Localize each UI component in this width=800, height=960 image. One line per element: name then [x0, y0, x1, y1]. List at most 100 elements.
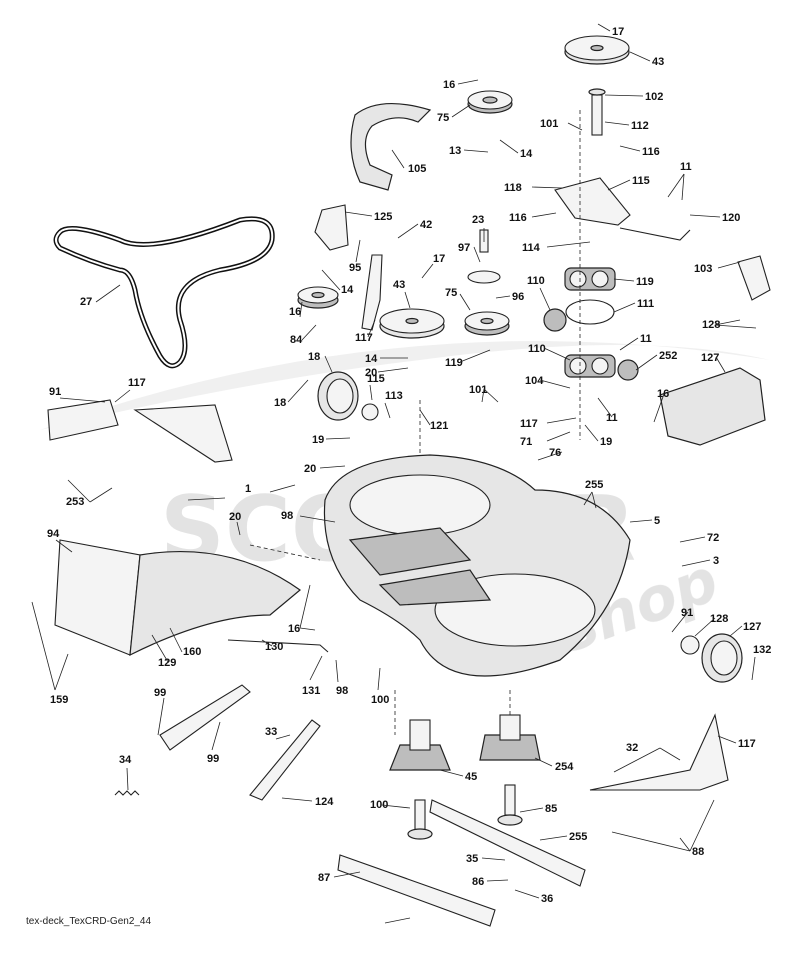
callout: 11 — [640, 333, 652, 345]
callout: 96 — [512, 291, 524, 303]
callout: 255 — [569, 831, 587, 843]
small-pulley — [467, 270, 501, 284]
callout: 116 — [509, 212, 527, 224]
sprocket-left — [543, 308, 567, 332]
skirt-plate-right — [133, 404, 233, 463]
callout: 19 — [600, 436, 612, 448]
drive-belt — [53, 216, 275, 369]
callout: 99 — [207, 753, 219, 765]
callout: 117 — [355, 332, 373, 344]
washer-right — [680, 635, 700, 655]
callout: 129 — [158, 657, 176, 669]
callout: 110 — [527, 275, 545, 287]
callout: 32 — [626, 742, 638, 754]
callout: 14 — [341, 284, 354, 296]
callout: 88 — [692, 846, 704, 858]
callout: 5 — [654, 515, 660, 527]
callout: 255 — [585, 479, 603, 491]
diagram-code: tex-deck_TexCRD-Gen2_44 — [26, 916, 152, 927]
callout: 17 — [433, 253, 445, 265]
gearbox-lower — [564, 354, 616, 378]
callout: 130 — [265, 641, 283, 653]
callout: 252 — [659, 350, 677, 362]
callouts: 17 43 16 102 75 101 112 105 13 14 116 11… — [47, 26, 771, 905]
callout: 99 — [154, 687, 166, 699]
callout: 42 — [420, 219, 432, 231]
callout: 105 — [408, 163, 426, 175]
callout: 128 — [710, 613, 728, 625]
callout: 45 — [465, 771, 477, 783]
callout: 19 — [312, 434, 324, 446]
callout: 14 — [520, 148, 533, 160]
callout: 16 — [289, 306, 301, 318]
callout: 101 — [540, 118, 558, 130]
idler-arm — [361, 254, 383, 331]
skirt-plate-left — [47, 399, 119, 441]
callout: 71 — [520, 436, 532, 448]
callout: 85 — [545, 803, 557, 815]
idler-pulley-center — [464, 311, 510, 336]
deck-cover — [659, 367, 766, 446]
callout: 16 — [657, 388, 669, 400]
callout: 3 — [713, 555, 719, 567]
callout: 76 — [549, 447, 561, 459]
mower-deck — [323, 454, 631, 677]
callout: 110 — [528, 343, 546, 355]
idler-bracket — [554, 177, 631, 226]
callout: 124 — [315, 796, 334, 808]
callout: 117 — [128, 377, 146, 389]
callout: 100 — [370, 799, 388, 811]
belt-guard — [350, 103, 432, 191]
callout: 160 — [183, 646, 201, 658]
callout: 36 — [541, 893, 553, 905]
callout: 13 — [449, 145, 461, 157]
callout: 84 — [290, 334, 303, 346]
leader-lines — [31, 23, 757, 924]
gauge-wheel-left — [317, 371, 359, 421]
callout: 86 — [472, 876, 484, 888]
callout: 1 — [245, 483, 251, 495]
callout: 34 — [119, 754, 132, 766]
skirt-plate-rear — [589, 713, 729, 791]
callout: 27 — [80, 296, 92, 308]
callout: 116 — [642, 146, 660, 158]
spring — [114, 790, 140, 796]
callout: 115 — [367, 373, 385, 385]
callout: 121 — [430, 420, 448, 432]
callout: 14 — [365, 353, 378, 365]
callout: 20 — [229, 511, 241, 523]
callout: 20 — [304, 463, 316, 475]
lift-arm-lower — [249, 719, 321, 801]
callout: 18 — [274, 397, 286, 409]
gear-ring — [565, 299, 615, 325]
callout: 125 — [374, 211, 392, 223]
gauge-wheel-right — [701, 633, 743, 683]
idler-pulley-left — [297, 286, 339, 309]
callout: 23 — [472, 214, 484, 226]
callout: 128 — [702, 319, 720, 331]
sprocket-right — [617, 359, 639, 381]
callout: 75 — [437, 112, 449, 124]
callout: 16 — [288, 623, 300, 635]
side-cover — [737, 255, 771, 301]
callout: 33 — [265, 726, 277, 738]
pulley-bracket — [314, 204, 349, 251]
callout: 118 — [504, 182, 522, 194]
callout: 159 — [50, 694, 68, 706]
callout: 98 — [281, 510, 293, 522]
callout: 16 — [443, 79, 455, 91]
callout: 117 — [520, 418, 538, 430]
callout: 103 — [694, 263, 712, 275]
callout: 95 — [349, 262, 361, 274]
callout: 97 — [458, 242, 470, 254]
callout: 113 — [385, 390, 403, 402]
callout: 102 — [645, 91, 663, 103]
callout: 98 — [336, 685, 348, 697]
callout: 100 — [371, 694, 389, 706]
callout: 11 — [680, 161, 692, 173]
center-pulley — [379, 308, 445, 339]
callout: 35 — [466, 853, 478, 865]
callout: 101 — [469, 384, 487, 396]
callout: 94 — [47, 528, 60, 540]
